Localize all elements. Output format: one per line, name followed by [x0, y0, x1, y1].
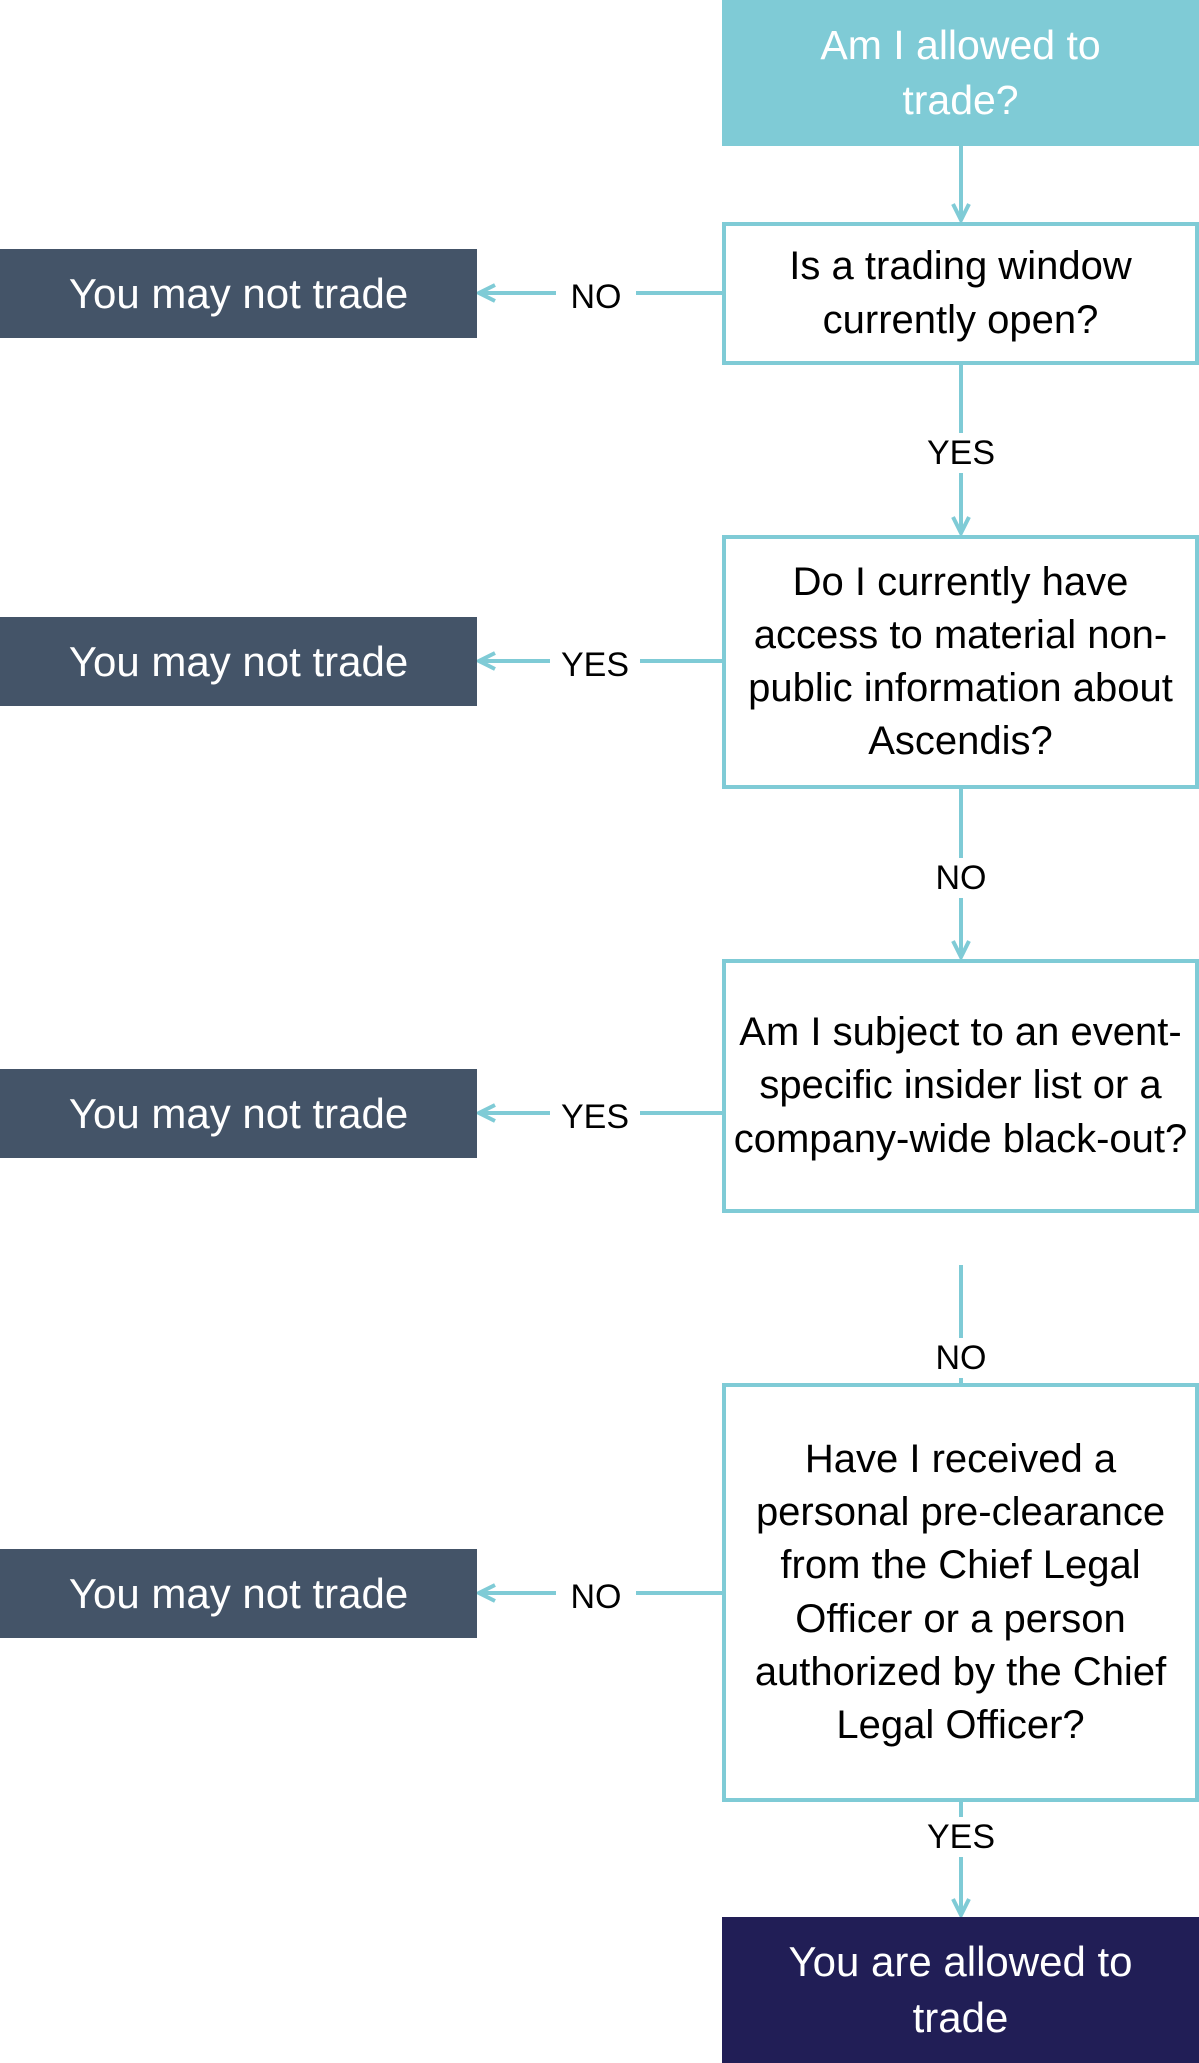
- question-material-information-label: Do I currently have access to material n…: [748, 559, 1173, 764]
- question-trading-window: Is a trading window currently open?: [722, 222, 1199, 365]
- deny-node-3: You may not trade: [0, 1069, 477, 1158]
- start-node-label: Am I allowed to trade?: [820, 22, 1101, 123]
- allow-node-label: You are allowed to trade: [788, 1938, 1133, 2041]
- deny-node-4-label: You may not trade: [68, 1569, 409, 1617]
- edge-label-q4-yes: YES: [911, 1817, 1011, 1857]
- deny-node-1-label: You may not trade: [68, 269, 409, 317]
- question-trading-window-label: Is a trading window currently open?: [789, 244, 1132, 342]
- question-insider-list: Am I subject to an event-specific inside…: [722, 959, 1199, 1213]
- deny-node-1: You may not trade: [0, 249, 477, 338]
- edge-label-q2-yes: YES: [550, 645, 640, 685]
- start-node: Am I allowed to trade?: [722, 0, 1199, 146]
- question-pre-clearance-label: Have I received a personal pre-clearance…: [754, 1436, 1167, 1747]
- question-insider-list-label: Am I subject to an event-specific inside…: [733, 1010, 1188, 1161]
- allow-node: You are allowed to trade: [722, 1917, 1199, 2063]
- edge-label-q2-no: NO: [921, 858, 1001, 898]
- deny-node-3-label: You may not trade: [68, 1089, 409, 1137]
- question-material-information: Do I currently have access to material n…: [722, 535, 1199, 789]
- edge-label-q4-no: NO: [556, 1577, 636, 1617]
- edge-label-q1-yes: YES: [911, 433, 1011, 473]
- edge-label-q3-yes: YES: [550, 1097, 640, 1137]
- deny-node-4: You may not trade: [0, 1549, 477, 1638]
- question-pre-clearance: Have I received a personal pre-clearance…: [722, 1383, 1199, 1802]
- deny-node-2-label: You may not trade: [68, 637, 409, 685]
- edge-label-q1-no: NO: [556, 277, 636, 317]
- edge-label-q3-no: NO: [921, 1338, 1001, 1378]
- deny-node-2: You may not trade: [0, 617, 477, 706]
